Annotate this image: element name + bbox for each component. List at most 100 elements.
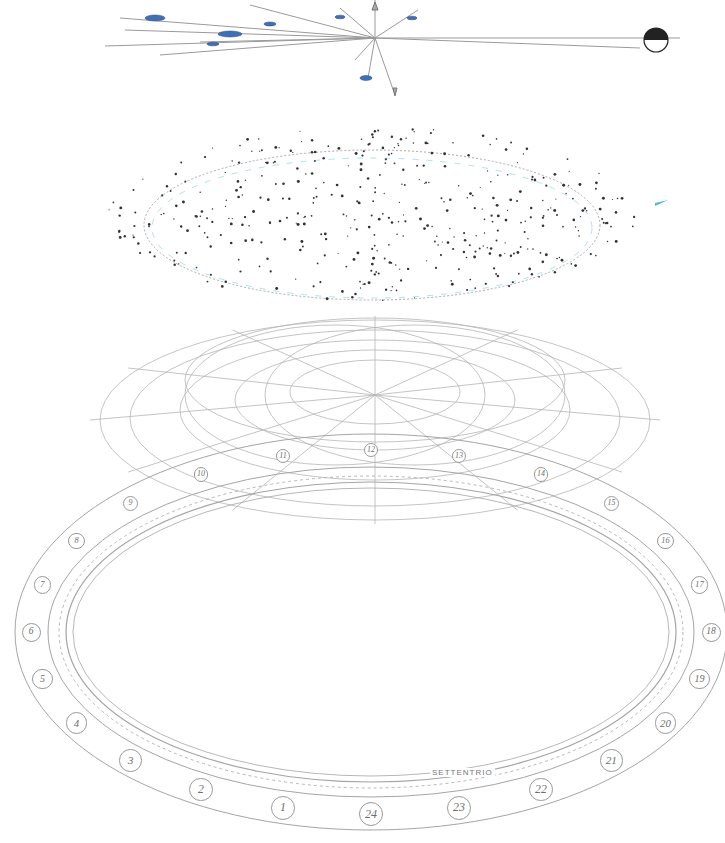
star-dot: [415, 207, 418, 210]
star-dot: [354, 293, 357, 296]
star-dot: [258, 138, 260, 140]
star-dot: [270, 270, 272, 272]
star-dot: [407, 268, 409, 270]
star-dot: [489, 144, 490, 145]
star-dot: [396, 289, 398, 291]
star-dot: [237, 180, 240, 183]
star-dot: [489, 252, 492, 255]
hour-number: 5: [40, 674, 45, 684]
hour-circle: 5: [32, 669, 52, 689]
star-dot: [396, 234, 398, 236]
star-dot: [259, 151, 260, 152]
star-dot: [399, 202, 400, 203]
star-dot: [363, 150, 365, 152]
star-dot: [371, 248, 373, 250]
star-dot: [382, 300, 383, 301]
hour-number: 9: [129, 499, 133, 507]
star-dot: [368, 143, 370, 145]
hour-circle: 15: [604, 496, 619, 511]
star-dot: [286, 217, 288, 219]
star-dot: [480, 187, 481, 188]
star-dot: [360, 287, 361, 288]
star-dot: [341, 290, 344, 293]
star-dot: [580, 216, 581, 217]
star-dot: [550, 207, 551, 208]
star-dot: [384, 193, 385, 194]
star-dot: [320, 233, 322, 235]
star-dot: [517, 162, 518, 163]
star-dot: [319, 281, 321, 283]
hour-number: 14: [537, 470, 545, 478]
star-dot: [531, 273, 533, 275]
hour-circle: 6: [22, 623, 41, 642]
star-dot: [173, 218, 174, 219]
star-dot: [160, 214, 161, 215]
star-dot: [231, 160, 233, 162]
star-dot: [534, 179, 537, 182]
star-dot: [186, 229, 189, 232]
star-dot: [201, 210, 204, 213]
star-dot: [523, 153, 524, 154]
star-dot: [484, 232, 485, 233]
star-dot: [252, 210, 255, 213]
star-dot: [163, 213, 165, 215]
star-dot: [508, 285, 510, 287]
star-dot: [490, 247, 492, 249]
star-dot: [505, 148, 508, 151]
star-dot: [586, 210, 587, 211]
star-dot: [469, 192, 472, 195]
star-dot: [507, 174, 509, 176]
hour-number: 24: [365, 808, 377, 820]
star-dot: [542, 217, 544, 219]
star-dot: [615, 240, 618, 243]
star-dot: [212, 147, 213, 148]
star-dot: [376, 250, 377, 251]
hour-circle: 24: [359, 802, 383, 826]
star-dot: [578, 235, 580, 237]
star-dot: [496, 138, 498, 140]
grid-line: [128, 395, 375, 472]
star-dot: [288, 197, 290, 199]
star-dot: [528, 268, 531, 271]
star-dot: [390, 262, 392, 264]
star-dot: [317, 263, 319, 265]
star-dot: [391, 136, 393, 138]
star-dot: [385, 289, 387, 291]
hour-number: 18: [706, 627, 716, 637]
star-dot: [348, 165, 349, 166]
star-dot: [275, 183, 277, 185]
star-dot: [405, 137, 406, 138]
hour-circle: 21: [600, 749, 623, 772]
star-dot: [204, 232, 206, 234]
star-dot: [532, 248, 534, 250]
star-dot: [228, 218, 229, 219]
star-dot: [440, 254, 442, 256]
star-dot: [212, 208, 214, 210]
star-dot: [322, 157, 325, 160]
star-dot: [184, 180, 186, 182]
star-dot: [392, 286, 393, 287]
star-dot: [292, 152, 293, 153]
star-dot: [474, 207, 476, 209]
star-dot: [458, 268, 460, 270]
star-dot: [230, 242, 233, 245]
star-dot: [204, 156, 206, 158]
star-dot: [595, 181, 598, 184]
star-dot: [221, 285, 224, 288]
star-dot: [512, 281, 514, 283]
hour-number: 2: [198, 784, 204, 796]
hour-circle: 1: [271, 796, 295, 820]
star-dot: [226, 200, 227, 201]
star-dot: [621, 197, 624, 200]
star-dot: [473, 256, 476, 259]
star-dot: [206, 217, 208, 219]
star-dot: [404, 184, 406, 186]
star-dot: [463, 232, 465, 234]
star-dot: [180, 162, 182, 164]
star-dot: [493, 267, 495, 269]
hour-number: 19: [694, 674, 704, 684]
star-dot: [326, 297, 329, 300]
star-dot: [450, 280, 452, 282]
star-dot: [337, 147, 340, 150]
star-dot: [207, 281, 209, 283]
